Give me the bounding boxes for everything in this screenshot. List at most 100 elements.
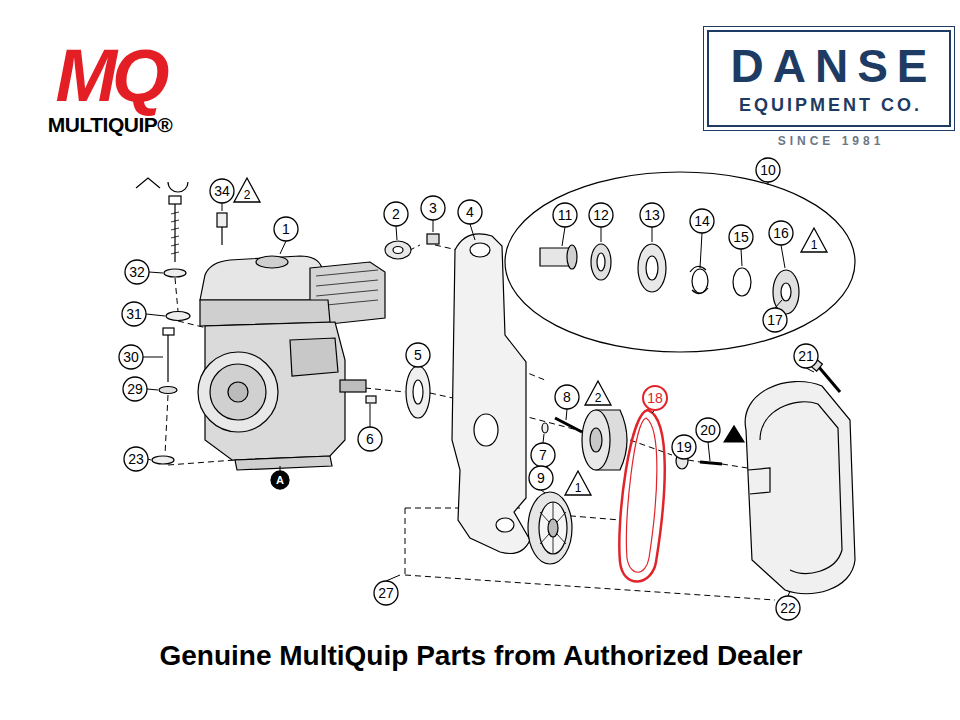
callout-circle	[124, 447, 148, 471]
callout-number: 2	[244, 189, 251, 201]
callout-number: 23	[128, 452, 144, 466]
bolt-8	[555, 418, 582, 432]
bolt-20	[700, 462, 722, 464]
plate-hole	[474, 414, 498, 446]
callout-number: 21	[798, 349, 814, 363]
warning-triangle	[801, 228, 827, 252]
callout-circle	[358, 427, 382, 451]
mounting-plate	[452, 234, 530, 554]
callout-circle	[274, 217, 298, 241]
callout-circle	[125, 260, 149, 284]
callout-number: 30	[123, 350, 139, 364]
callout-number: 32	[129, 265, 145, 279]
callout-circle	[690, 209, 714, 233]
callout-number: 6	[366, 432, 374, 446]
notice-triangle	[724, 426, 744, 442]
logo-mark: MQ	[55, 39, 164, 113]
belt-guard	[745, 382, 855, 594]
callout-number: 8	[563, 390, 571, 404]
company-line: SINCE 1981	[707, 127, 951, 148]
callout-number: 22	[780, 601, 796, 615]
small-bolt	[427, 234, 439, 244]
callout-number: 17	[767, 313, 783, 327]
brand-name: MULTIQUIP®	[48, 114, 172, 135]
callout-circle	[374, 581, 398, 605]
plate-hole	[470, 243, 490, 257]
grommet	[385, 241, 411, 259]
bolt-21	[818, 366, 840, 392]
bolt-shank	[167, 335, 168, 382]
callout-circle	[553, 203, 577, 227]
callout-number: 7	[539, 448, 547, 462]
callout-circle	[589, 203, 613, 227]
washer	[164, 269, 186, 277]
callout-number: 2	[595, 392, 602, 404]
company-name: DANSE	[709, 32, 949, 92]
bolt-head	[163, 328, 174, 335]
warning-triangle	[234, 178, 260, 202]
fitting-stem	[221, 227, 222, 245]
callout-number: 15	[733, 230, 749, 244]
group-outline	[505, 172, 855, 352]
grease-fitting	[217, 213, 227, 227]
callout-number: 29	[127, 382, 143, 396]
engine	[198, 256, 385, 470]
plate-hole	[496, 518, 514, 532]
cut-warning-triangle	[136, 178, 160, 188]
washer-7	[542, 423, 548, 433]
pulley	[528, 492, 572, 564]
callout-number: 11	[558, 208, 573, 222]
callout-circle	[421, 196, 445, 220]
caption: Genuine MultiQuip Parts from Authorized …	[159, 642, 802, 670]
company-line: EQUIPMENT CO.	[709, 92, 949, 125]
callout-number: 1	[282, 222, 290, 236]
leader-lines	[143, 182, 814, 596]
bolt-head	[169, 196, 181, 204]
v-belt	[619, 410, 664, 582]
washer	[152, 456, 174, 464]
callout-number: 4	[466, 205, 474, 219]
clutch-parts	[540, 244, 799, 314]
warning-triangle	[585, 381, 611, 405]
callout-circle	[769, 221, 793, 245]
callout-circle	[458, 200, 482, 224]
callout-circle	[696, 418, 720, 442]
callout-circle	[122, 302, 146, 326]
shaft-key	[366, 396, 376, 403]
callout-number: 9	[537, 471, 545, 485]
callout-circle	[794, 344, 818, 368]
callout-circle	[384, 202, 408, 226]
callout-circle	[643, 386, 667, 410]
clutch-drum	[582, 410, 627, 470]
dealer-logo-box: DANSEEQUIPMENT CO.SINCE 1981	[707, 30, 951, 148]
callout-circle	[271, 471, 289, 489]
callout-number: 16	[773, 226, 789, 240]
callout-circle	[531, 443, 555, 467]
callout-circle	[729, 225, 753, 249]
washer	[166, 312, 190, 321]
callout-circle	[123, 377, 147, 401]
callout-number: 3	[429, 201, 437, 215]
reference-letter: A	[276, 475, 284, 486]
callout-circle	[672, 435, 696, 459]
callout-circle	[210, 179, 234, 203]
callout-number: 31	[126, 307, 142, 321]
callout-circle	[756, 158, 780, 182]
callout-number: 14	[694, 214, 710, 228]
cut-callout-circle	[168, 182, 188, 192]
callout-number: 34	[214, 184, 230, 198]
callout-number: 19	[676, 440, 692, 454]
callout-circle	[119, 345, 143, 369]
callout-circle	[555, 385, 579, 409]
callout-circle	[776, 596, 800, 620]
bolt-thread	[171, 212, 179, 254]
callout-number: 1	[575, 482, 582, 494]
callout-number: 5	[414, 348, 422, 362]
callout-number: 12	[593, 208, 609, 222]
callout-circle	[529, 466, 553, 490]
callout-number: 13	[644, 208, 660, 222]
logo-frame: DANSEEQUIPMENT CO.	[707, 30, 951, 127]
callout-number: 18	[647, 391, 663, 405]
callout-number: 27	[378, 586, 394, 600]
callout-circle	[640, 203, 664, 227]
